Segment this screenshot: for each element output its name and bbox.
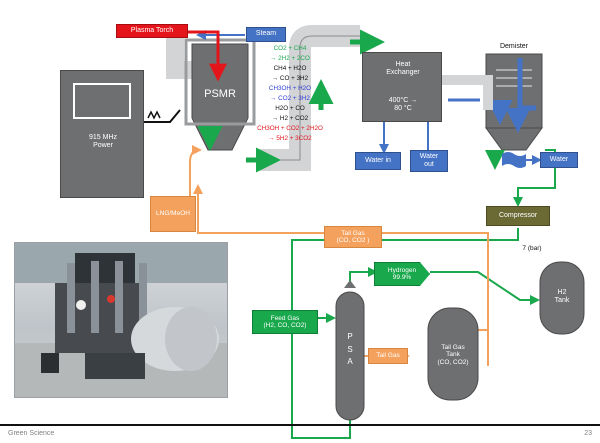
demister-cone <box>485 127 543 151</box>
psmr-label: PSMR <box>204 87 236 100</box>
power-unit: 915 MHz Power <box>60 70 144 198</box>
page-number: 23 <box>584 430 592 437</box>
gas-pipe-outline <box>260 35 360 161</box>
steam-box: Steam <box>246 27 286 42</box>
heat-exchanger-label: Heat Exchanger <box>386 60 420 76</box>
tail-gas-mid-box: Tail Gas <box>368 348 408 364</box>
power-cable <box>143 109 181 123</box>
plant-photo <box>14 242 228 398</box>
plasma-torch-box: Plasma Torch <box>116 24 188 38</box>
reaction-2: → 2H2 + 2CO <box>270 55 310 62</box>
product-line <box>513 149 556 207</box>
h2-tank-label: H2 Tank <box>554 288 570 304</box>
reaction-7: H2O + CO <box>275 105 305 112</box>
reaction-5: CH3OH + H2O <box>268 85 312 92</box>
reaction-4: → CO + 3H2 <box>271 75 309 82</box>
tail-gas-top-box: Tail Gas (CO, CO2 ) <box>324 226 382 248</box>
hx-to-demister <box>440 75 493 110</box>
pressure-label: 7 (bar) <box>522 245 542 253</box>
heat-temperature: 400°C → 80 °C <box>388 96 418 112</box>
water-box: Water <box>540 152 578 168</box>
reaction-1: CO2 + CH4 <box>273 45 307 52</box>
water-out-box: Water out <box>410 150 448 172</box>
reaction-3: CH4 + H2O <box>273 65 307 72</box>
plant-illustration <box>15 243 227 397</box>
plasma-arrow <box>188 30 227 82</box>
reaction-list: CO2 + CH4 → 2H2 + 2CO CH4 + H2O → CO + 3… <box>248 44 332 144</box>
psa-column <box>335 291 365 421</box>
psmr-outer <box>184 38 256 126</box>
feed-gas-box: Feed Gas (H2, CO, CO2) <box>252 310 318 334</box>
demister-label: Demister <box>499 42 528 50</box>
h2-tank <box>539 261 585 335</box>
water-in-box: Water in <box>355 152 401 170</box>
tail-gas-tank <box>427 307 479 401</box>
hydrogen-box: Hydrogen 99.9% <box>374 262 430 286</box>
tail-tank-label: Tail Gas Tank (CO, CO2) <box>437 343 469 366</box>
reaction-9: CH3OH + CO2 + 2H2O <box>257 125 323 132</box>
reaction-8: → H2 + CO2 <box>271 115 309 122</box>
footer-left: Green Science <box>8 430 55 437</box>
heat-exchanger: Heat Exchanger 400°C → 80 °C <box>362 52 442 122</box>
power-display <box>73 83 131 119</box>
compressor-box: Compressor <box>486 206 550 226</box>
reaction-10: → 5H2 + 3CO2 <box>268 135 312 142</box>
psa-label: P S A <box>347 331 353 367</box>
demister-vessel <box>485 53 543 129</box>
reaction-6: → CO2 + 3H2 <box>270 95 310 102</box>
power-label: 915 MHz Power <box>88 133 117 149</box>
tail-gas-line <box>193 184 489 366</box>
torch-pipe <box>166 38 192 79</box>
lng-box: LNG/MeOH <box>150 196 196 232</box>
